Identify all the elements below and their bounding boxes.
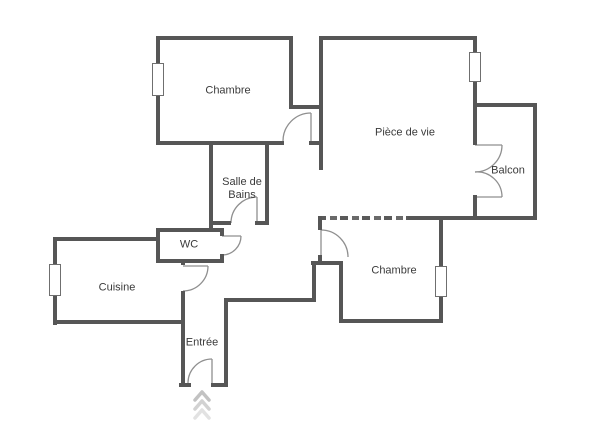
- room-label-piece-de-vie: Pièce de vie: [375, 127, 435, 140]
- room-label-cuisine: Cuisine: [99, 282, 136, 295]
- wall: [289, 105, 323, 109]
- balcon-door-bottom-leaf: [474, 171, 503, 198]
- chambre-2-door: [320, 229, 349, 258]
- wall: [156, 141, 284, 145]
- wall: [156, 36, 293, 40]
- wall: [311, 261, 343, 265]
- room-label-text: Bains: [228, 189, 256, 201]
- room-label-text: Chambre: [371, 264, 417, 277]
- wall: [289, 36, 293, 109]
- room-label-text: Entrée: [185, 336, 219, 349]
- salle-de-bains-door: [230, 196, 258, 224]
- room-label-wc: WC: [180, 239, 198, 252]
- wall: [181, 291, 185, 387]
- room-label-text: Chambre: [205, 84, 251, 97]
- wall: [265, 141, 269, 225]
- room-label-text: Pièce de vie: [375, 126, 435, 139]
- wall: [224, 298, 316, 302]
- room-label-text: Salle de: [222, 176, 262, 188]
- chambre-2-window: [435, 266, 447, 297]
- wall: [473, 195, 477, 220]
- room-label-text: Cuisine: [98, 281, 136, 294]
- wall: [318, 216, 410, 220]
- room-label-chambre-1: Chambre: [205, 85, 250, 98]
- room-label-salle-de-bains: Salle de Bains: [222, 176, 262, 202]
- wall: [179, 383, 191, 387]
- entrance-direction-chevron: [193, 390, 211, 402]
- wall: [255, 221, 269, 225]
- wall: [339, 319, 443, 323]
- chambre-1-door: [282, 112, 312, 142]
- wall: [312, 261, 316, 302]
- wall: [156, 228, 160, 263]
- wall: [309, 141, 323, 145]
- wall: [473, 81, 477, 145]
- wall: [53, 237, 160, 241]
- chambre-1-window: [152, 63, 164, 96]
- wall: [156, 228, 224, 232]
- wall: [224, 298, 228, 387]
- wall: [408, 216, 537, 220]
- entrance-direction-chevron: [193, 399, 211, 411]
- wall: [339, 261, 343, 323]
- entrance-direction-chevron: [193, 408, 211, 420]
- wall: [533, 103, 537, 220]
- wc-door: [221, 235, 242, 256]
- wall: [209, 141, 213, 230]
- room-label-chambre-2: Chambre: [371, 265, 416, 278]
- wall: [211, 383, 228, 387]
- cuisine-door: [182, 265, 209, 292]
- wall: [473, 103, 537, 107]
- room-label-text: WC: [179, 238, 199, 251]
- wall: [53, 320, 185, 324]
- room-label-entree: Entrée: [186, 337, 218, 350]
- wall: [319, 36, 323, 170]
- room-label-text: Balcon: [491, 164, 525, 177]
- cuisine-window: [49, 264, 61, 296]
- wall: [209, 221, 231, 225]
- wall: [156, 259, 224, 263]
- piece-de-vie-window: [469, 52, 481, 82]
- wall: [318, 255, 322, 265]
- room-label-balcon: Balcon: [491, 165, 525, 178]
- wall: [318, 216, 322, 230]
- wall: [220, 228, 224, 236]
- wall: [319, 36, 477, 40]
- wall: [220, 254, 224, 263]
- wall: [473, 36, 477, 54]
- entree-door: [187, 358, 213, 384]
